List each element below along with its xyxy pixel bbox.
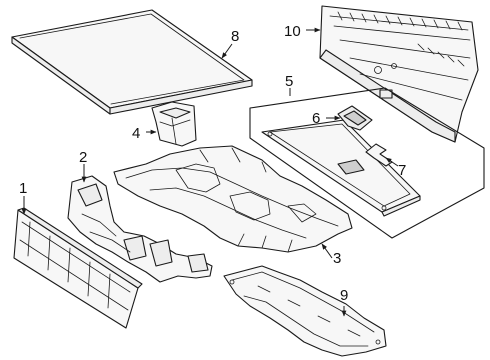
callout-6: 6 xyxy=(312,110,320,127)
leader-7 xyxy=(385,157,399,167)
part-8-load-floor-panel xyxy=(11,9,253,115)
callout-1: 1 xyxy=(19,180,27,197)
part-10-rear-trim-panel xyxy=(319,5,479,143)
part-9-floor-mat xyxy=(223,265,387,357)
part-5-cover-panel xyxy=(261,119,421,217)
part-6-handle xyxy=(337,105,373,131)
callout-3: 3 xyxy=(333,250,341,267)
callout-2: 2 xyxy=(79,149,87,166)
callout-labels: 1 2 3 4 5 6 7 8 9 10 xyxy=(19,23,406,304)
part-4-bracket xyxy=(151,101,197,147)
part-2-side-bracket xyxy=(67,175,213,283)
leader-8 xyxy=(221,43,233,59)
callout-9: 9 xyxy=(340,287,348,304)
callout-8: 8 xyxy=(231,28,239,45)
callout-10: 10 xyxy=(284,23,301,40)
callout-4: 4 xyxy=(132,125,140,142)
leader-3 xyxy=(321,243,333,259)
callout-7: 7 xyxy=(398,162,406,179)
callout-5: 5 xyxy=(285,73,293,90)
leader-lines xyxy=(21,27,399,317)
part-1-front-trim-panel xyxy=(13,207,143,329)
part-3-floor-tray xyxy=(113,145,353,253)
part-5-group-frame xyxy=(249,87,485,239)
